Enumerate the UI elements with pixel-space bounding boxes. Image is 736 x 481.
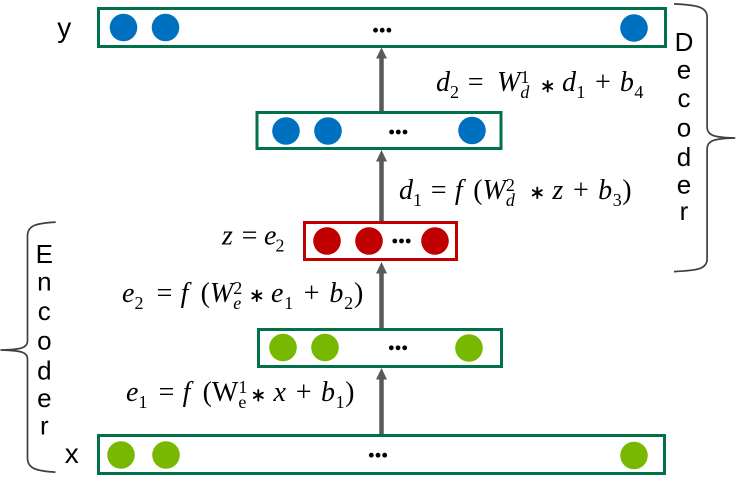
svg-text:d1 = f: d1 = f [399, 175, 466, 210]
svg-text:d: d [37, 356, 51, 386]
svg-text:z = e2: z = e2 [221, 221, 284, 256]
svg-text:e1 + b2): e1 + b2) [271, 278, 364, 313]
svg-text:(W1e: (W1e [203, 377, 248, 412]
svg-text:e2 = f: e2 = f [122, 278, 192, 313]
svg-text:e: e [677, 55, 691, 85]
svg-text:d: d [677, 142, 691, 172]
svg-text:r: r [680, 196, 689, 226]
svg-text:d2 =: d2 = [436, 67, 485, 102]
svg-text:(W2e: (W2e [201, 278, 243, 313]
svg-text:n: n [37, 266, 51, 296]
svg-text:D: D [675, 27, 694, 57]
svg-text:y: y [57, 12, 71, 43]
svg-text:E: E [36, 239, 53, 269]
svg-text:x: x [65, 438, 79, 469]
svg-text:o: o [677, 112, 691, 142]
svg-text:e: e [37, 383, 51, 413]
svg-text:e1 = f: e1 = f [126, 377, 194, 412]
svg-text:r: r [40, 410, 49, 440]
svg-text:W1d: W1d [497, 67, 530, 102]
svg-text:(W2d: (W2d [473, 175, 516, 210]
svg-text:e: e [677, 170, 691, 200]
svg-text:z + b3): z + b3) [551, 175, 632, 210]
svg-text:c: c [38, 296, 51, 326]
svg-text:c: c [678, 83, 691, 113]
svg-text:d1 + b4: d1 + b4 [562, 67, 644, 102]
svg-text:o: o [37, 326, 51, 356]
